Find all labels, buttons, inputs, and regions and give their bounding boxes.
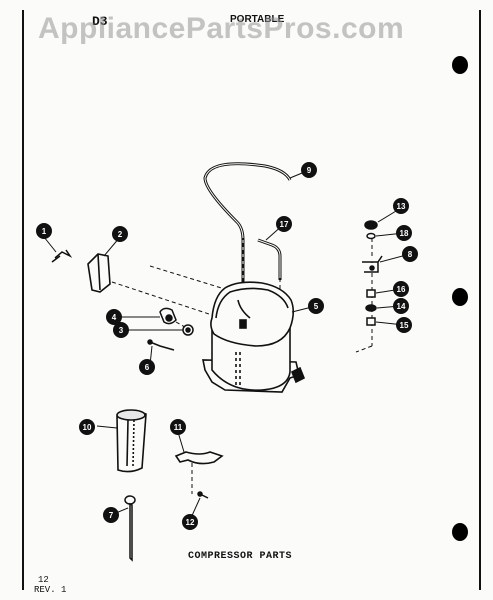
- callout-11: 11: [170, 419, 186, 435]
- callout-label: 12: [186, 518, 195, 527]
- callout-14: 14: [393, 298, 409, 314]
- callout-1: 1: [36, 223, 52, 239]
- page-frame: [22, 10, 481, 590]
- callout-7: 7: [103, 507, 119, 523]
- discharge-tube: [203, 162, 292, 300]
- watermark-text: AppliancePartsPros.com: [38, 12, 405, 45]
- revision-label: REV. 1: [34, 585, 67, 595]
- header-title: PORTABLE: [230, 14, 285, 25]
- screw-part: [147, 339, 175, 351]
- section-label: D3: [92, 14, 108, 29]
- clip-part: [51, 249, 73, 263]
- callout-label: 1: [42, 227, 47, 236]
- callout-8: 8: [402, 246, 418, 262]
- callout-3: 3: [113, 322, 129, 338]
- grommet-stack: [362, 220, 383, 326]
- callout-label: 13: [397, 202, 406, 211]
- strap-part: [124, 495, 136, 562]
- compressor: [202, 281, 306, 393]
- page-number: 12: [38, 575, 49, 585]
- callout-label: 5: [314, 302, 319, 311]
- callout-9: 9: [301, 162, 317, 178]
- callout-2: 2: [112, 226, 128, 242]
- callout-label: 10: [83, 423, 92, 432]
- callout-label: 15: [400, 321, 409, 330]
- suction-tube: [257, 238, 282, 280]
- callout-10: 10: [79, 419, 95, 435]
- callout-16: 16: [393, 281, 409, 297]
- callout-label: 18: [400, 229, 409, 238]
- diagram-caption: COMPRESSOR PARTS: [188, 551, 293, 562]
- callout-17: 17: [276, 216, 292, 232]
- punch-hole-middle: [452, 288, 468, 306]
- relay-part: [159, 307, 177, 325]
- callout-6: 6: [139, 359, 155, 375]
- callout-4: 4: [106, 309, 122, 325]
- callout-label: 4: [112, 313, 117, 322]
- callout-5: 5: [308, 298, 324, 314]
- capacitor: [116, 409, 147, 473]
- overload-part: [182, 324, 194, 336]
- callout-label: 2: [118, 230, 123, 239]
- callout-label: 7: [109, 511, 114, 520]
- callout-label: 14: [397, 302, 406, 311]
- callout-15: 15: [396, 317, 412, 333]
- callout-label: 16: [397, 285, 406, 294]
- terminal-cover: [87, 253, 111, 293]
- punch-hole-top: [452, 56, 468, 74]
- bracket-screw: [197, 491, 209, 499]
- callout-18: 18: [396, 225, 412, 241]
- callout-label: 11: [174, 423, 183, 432]
- callout-label: 6: [145, 363, 150, 372]
- callout-label: 9: [307, 166, 312, 175]
- callout-13: 13: [393, 198, 409, 214]
- callout-label: 17: [280, 220, 289, 229]
- punch-hole-bottom: [452, 523, 468, 541]
- callout-label: 3: [119, 326, 124, 335]
- callout-label: 8: [408, 250, 413, 259]
- callout-12: 12: [182, 514, 198, 530]
- capacitor-bracket: [174, 451, 224, 465]
